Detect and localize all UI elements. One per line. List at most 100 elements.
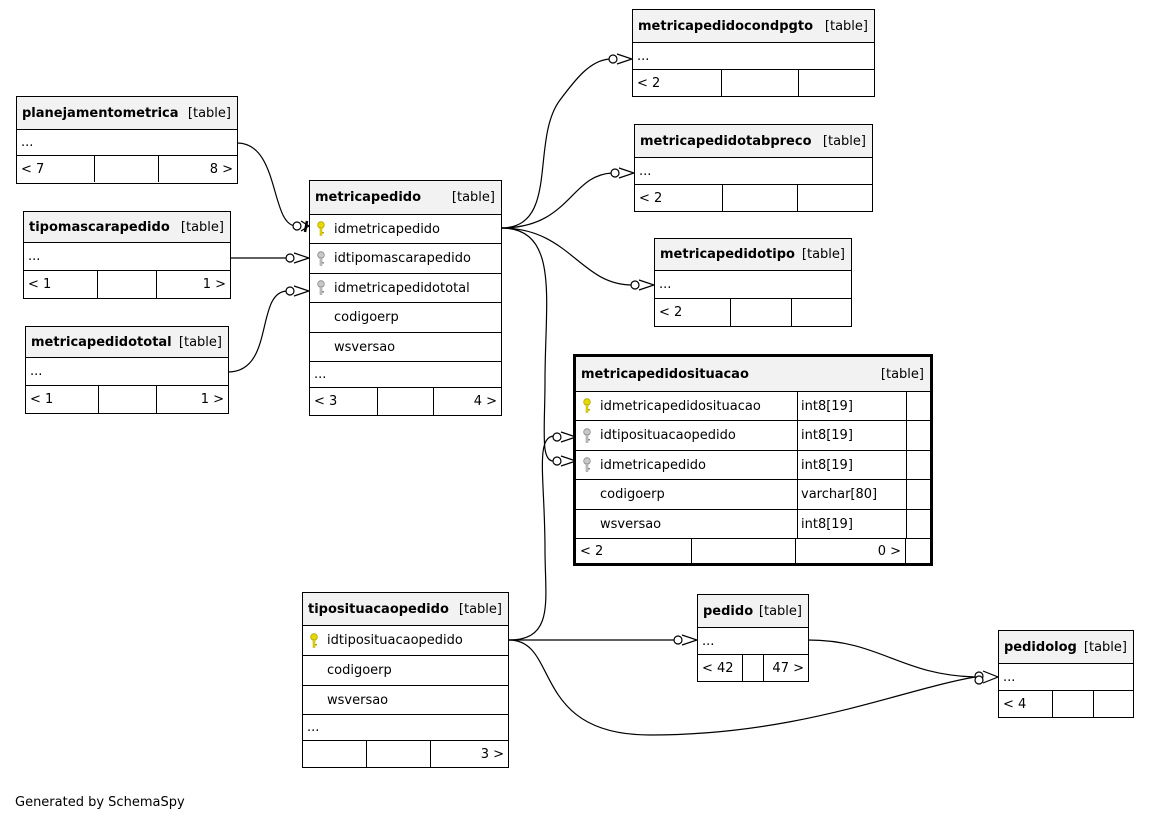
parents-count: < 2 — [576, 539, 692, 563]
many-marker — [293, 285, 311, 297]
parents-count: < 42 — [698, 655, 743, 681]
column-name: idmetricapedido — [600, 457, 707, 473]
column-name: codigoerp — [600, 487, 665, 502]
many-marker — [293, 252, 311, 264]
column-row[interactable]: wsversao int8[19] — [576, 510, 930, 539]
edge-metricapedido-tipo — [500, 227, 633, 286]
table-name: pedidolog — [1004, 639, 1077, 655]
many-marker — [638, 279, 656, 291]
column-row[interactable]: wsversao — [310, 333, 501, 362]
more-columns: ... — [21, 135, 34, 150]
column-name: codigoerp — [334, 310, 399, 325]
parents-count — [303, 741, 367, 767]
many-marker — [616, 53, 634, 65]
column-row[interactable]: codigoerp varchar[80] — [576, 480, 930, 510]
children-count — [792, 299, 851, 326]
many-marker — [982, 670, 1000, 684]
parents-count: < 7 — [17, 156, 95, 182]
more-columns: ... — [307, 720, 320, 735]
table-type: [table] — [801, 247, 845, 262]
table-name: metricapedidototal — [31, 334, 172, 350]
table-type: [table] — [880, 366, 924, 382]
more-columns: ... — [314, 367, 327, 382]
optional-marker — [292, 221, 302, 231]
table-name: metricapedidotabpreco — [640, 133, 812, 149]
column-row[interactable]: idtiposituacaopedido — [303, 626, 508, 656]
column-row[interactable]: idtipomascarapedido — [310, 244, 501, 274]
column-type: int8[19] — [797, 510, 906, 538]
table-type: [table] — [180, 219, 224, 235]
column-name: idtiposituacaopedido — [600, 428, 736, 443]
foreign-key-icon — [576, 457, 598, 473]
table-metricapedidosituacao[interactable]: metricapedidosituacao [table] idmetricap… — [573, 354, 933, 566]
column-name: wsversao — [334, 339, 396, 355]
column-row[interactable]: idmetricapedido int8[19] — [576, 451, 930, 480]
table-type: [table] — [458, 601, 502, 617]
edge-metricapedido-condpgto — [500, 58, 611, 229]
table-pedido[interactable]: pedido [table] ... < 42 47 > — [697, 594, 809, 682]
column-name: idtipomascarapedido — [334, 251, 471, 266]
table-name: tiposituacaopedido — [308, 601, 449, 617]
optional-marker — [285, 253, 295, 263]
column-row[interactable]: idtiposituacaopedido int8[19] — [576, 421, 930, 451]
row-count — [722, 70, 799, 96]
foreign-key-icon — [310, 250, 332, 267]
table-tipomascarapedido[interactable]: tipomascarapedido [table] ... < 1 1 > — [23, 211, 231, 299]
more-columns: ... — [639, 163, 652, 179]
optional-marker — [610, 168, 620, 178]
table-name: pedido — [703, 603, 754, 619]
table-metricapedidocondpgto[interactable]: metricapedidocondpgto [table] ... < 2 — [632, 9, 875, 97]
more-columns: ... — [1003, 669, 1016, 685]
children-count: 3 > — [480, 746, 504, 762]
row-count — [95, 156, 159, 182]
optional-marker — [552, 432, 562, 442]
children-count: 1 > — [202, 277, 226, 292]
children-count: 4 > — [473, 394, 497, 409]
more-columns: ... — [637, 48, 650, 64]
row-count — [99, 386, 157, 413]
row-count — [692, 539, 796, 563]
primary-key-icon — [310, 221, 332, 237]
column-row[interactable]: codigoerp — [303, 656, 508, 686]
many-marker — [681, 634, 699, 646]
more-columns: ... — [702, 633, 715, 649]
table-name: metricapedidotipo — [660, 247, 795, 262]
column-type: int8[19] — [797, 451, 906, 479]
edge-tiposituacao-situacao — [508, 435, 555, 641]
many-marker — [618, 167, 636, 179]
foreign-key-icon — [310, 280, 332, 296]
column-name: idmetricapedidosituacao — [600, 398, 761, 414]
row-count — [731, 299, 792, 326]
table-pedidolog[interactable]: pedidolog [table] ... < 4 — [998, 630, 1134, 718]
table-tiposituacaopedido[interactable]: tiposituacaopedido [table] idtiposituaca… — [302, 592, 509, 768]
parents-count: < 2 — [655, 299, 731, 326]
children-count — [1094, 691, 1133, 717]
table-planejamentometrica[interactable]: planejamentometrica [table] ... < 7 8 > — [16, 96, 238, 184]
table-name: metricapedidosituacao — [581, 366, 749, 382]
edge-metricapedido-situacao — [500, 227, 555, 462]
table-metricapedidotabpreco[interactable]: metricapedidotabpreco [table] ... < 2 — [634, 124, 873, 212]
edge-planejamentometrica-metricapedido — [236, 142, 297, 227]
more-columns: ... — [30, 364, 43, 379]
children-count: 8 > — [209, 161, 233, 177]
table-metricapedidototal[interactable]: metricapedidototal [table] ... < 1 1 > — [25, 326, 229, 414]
column-row[interactable]: codigoerp — [310, 303, 501, 333]
row-count — [1053, 691, 1094, 717]
column-type: varchar[80] — [797, 480, 906, 509]
column-type: int8[19] — [797, 392, 906, 420]
children-count: 1 > — [200, 392, 224, 407]
table-metricapedido[interactable]: metricapedido [table] idmetricapedido id… — [309, 180, 502, 416]
column-row[interactable]: idmetricapedidosituacao int8[19] — [576, 392, 930, 421]
column-row[interactable]: idmetricapedidototal — [310, 274, 501, 303]
table-type: [table] — [824, 18, 868, 34]
optional-marker — [608, 54, 618, 64]
optional-marker — [285, 286, 295, 296]
column-name: wsversao — [600, 516, 662, 532]
table-metricapedidotipo[interactable]: metricapedidotipo [table] ... < 2 — [654, 238, 852, 327]
column-row[interactable]: wsversao — [303, 686, 508, 715]
column-name: idmetricapedidototal — [334, 280, 470, 296]
table-type: [table] — [178, 334, 222, 350]
column-row[interactable]: idmetricapedido — [310, 215, 501, 244]
table-type: [table] — [451, 190, 495, 205]
